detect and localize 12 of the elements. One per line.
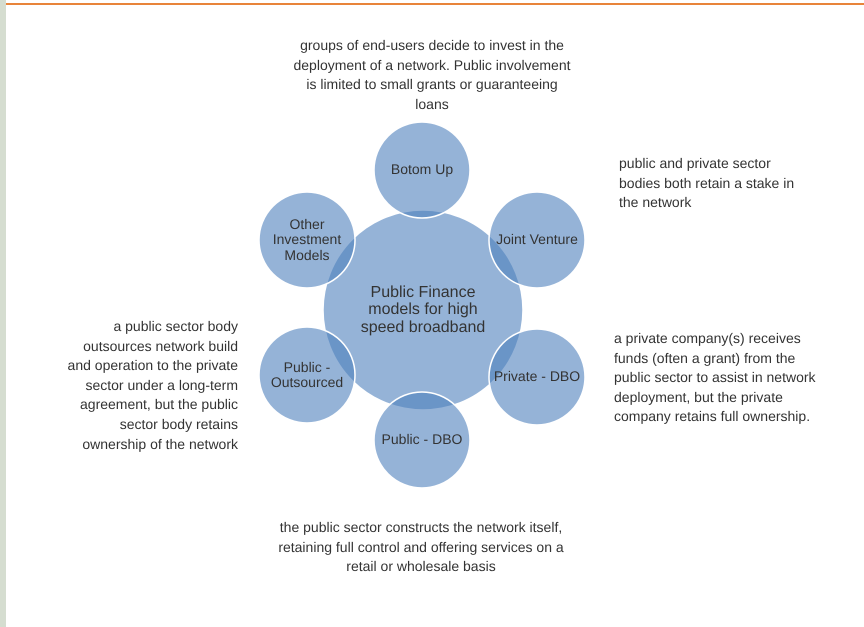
description-text: a public sector body outsources network build and operation to the private sector under a long-term agreement, but the public sector body retains ownership of the network <box>66 317 238 454</box>
description-text: groups of end-users decide to invest in the deployment of a network. Public involvement is limited to small grants or guaranteeing loans <box>292 36 572 114</box>
circle-label: Public Finance models for high speed broadband <box>360 284 486 336</box>
description-text: public and private sector bodies both retain a stake in the network <box>619 154 796 212</box>
circle-label: Public - DBO <box>382 432 462 448</box>
circle-label: Botom Up <box>390 162 454 178</box>
circle-label: Joint Venture <box>496 232 578 248</box>
circle-label: Other Investment Models <box>272 216 342 264</box>
circle-label: Private - DBO <box>494 369 580 385</box>
description-text: a private company(s) receives funds (often a grant) from the public sector to assist in network deployment, but the private company retains full ownership. <box>614 329 817 426</box>
description-text: the public sector constructs the network itself, retaining full control and offering services on a retail or wholesale basis <box>277 518 565 576</box>
circle-label: Public - Outsourced <box>270 360 344 390</box>
